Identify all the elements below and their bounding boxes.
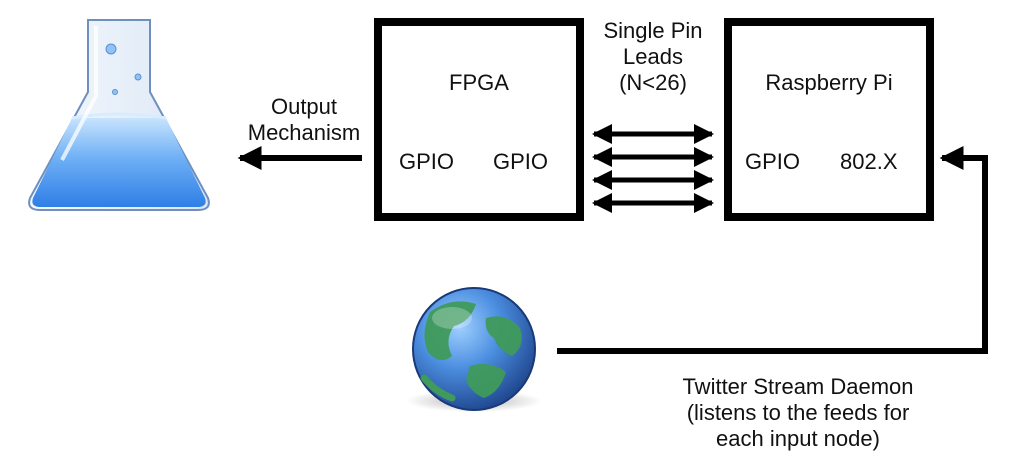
daemon-label-line-1: Twitter Stream Daemon xyxy=(682,374,914,399)
fpga-port-left: GPIO xyxy=(399,149,455,174)
output-label: Output Mechanism xyxy=(236,94,372,146)
raspberry-pi-port-right: 802.X xyxy=(840,149,898,174)
fpga-box: FPGA GPIO GPIO xyxy=(374,18,584,221)
output-label-line-2: Mechanism xyxy=(247,120,361,145)
fpga-port-right: GPIO xyxy=(493,149,549,174)
leads-label-line-1: Single Pin xyxy=(603,18,703,43)
lab-flask-icon xyxy=(28,19,210,211)
earth-globe-icon xyxy=(406,287,542,412)
leads-label: Single Pin Leads (N<26) xyxy=(585,18,721,96)
daemon-feed-connector xyxy=(557,146,988,354)
raspberry-pi-port-left: GPIO xyxy=(745,149,801,174)
leads-label-line-3: (N<26) xyxy=(619,70,687,95)
leads-label-line-2: Leads xyxy=(623,44,683,69)
output-label-line-1: Output xyxy=(270,94,338,119)
daemon-label-line-3: each input node) xyxy=(716,426,880,451)
daemon-label: Twitter Stream Daemon (listens to the fe… xyxy=(648,374,948,452)
daemon-label-line-2: (listens to the feeds for xyxy=(686,400,910,425)
gpio-lead-arrows xyxy=(592,124,714,213)
raspberry-pi-box: Raspberry Pi GPIO 802.X xyxy=(724,18,934,221)
fpga-title: FPGA xyxy=(449,70,509,95)
raspberry-pi-title: Raspberry Pi xyxy=(765,70,893,95)
